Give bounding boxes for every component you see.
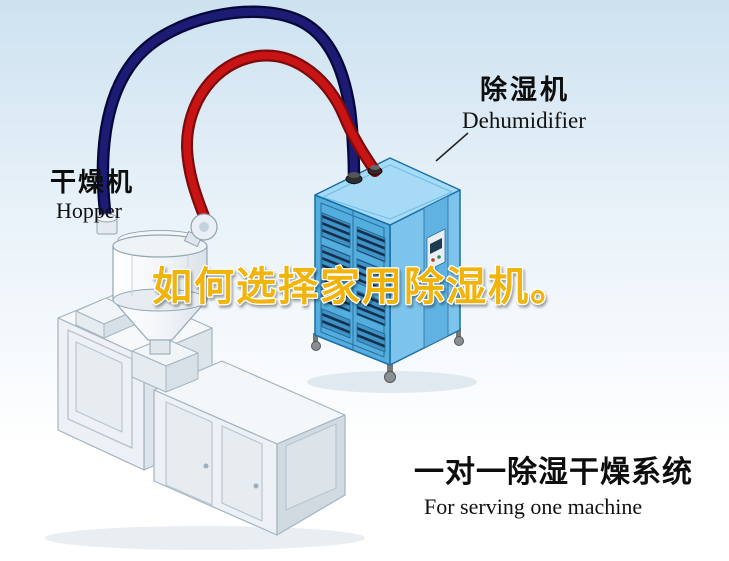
vent-grille: [321, 244, 351, 281]
hopper-label-cn: 干燥机: [50, 167, 134, 197]
caster-wheel: [454, 336, 464, 346]
labels: 干燥机 Hopper 除湿机 Dehumidifier: [50, 74, 586, 223]
vent-grille: [321, 308, 351, 339]
extruder-door-panel-1: [165, 401, 213, 506]
headline-text: 如何选择家用除湿机。: [152, 264, 572, 310]
indicator-light-red: [431, 258, 435, 262]
hopper-illustration: [112, 230, 208, 355]
dehumidifier-port-red-top: [370, 165, 380, 170]
caster-wheel: [311, 341, 321, 351]
door-handle: [203, 463, 209, 469]
dehumidifier-port-navy-top: [348, 172, 360, 178]
caption-en: For serving one machine: [424, 494, 642, 519]
dehumidifier-label-cn: 除湿机: [480, 74, 570, 105]
extruder-front-frame: [67, 329, 133, 449]
dehumidifier-top-face: [314, 157, 461, 226]
vent-grille: [356, 290, 386, 327]
dehumidifier-label-en: Dehumidifier: [462, 108, 586, 133]
hopper-lid-port-cap: [96, 213, 118, 223]
vent-grille: [356, 322, 386, 353]
caster-wheel: [384, 371, 396, 383]
caster-stem: [387, 363, 393, 372]
hopper-lid: [112, 234, 208, 258]
extruder-end-panel: [285, 423, 337, 511]
indicator-light-green: [437, 255, 441, 259]
hopper-outlet: [149, 339, 171, 355]
hoses: [96, 5, 381, 235]
hopper-label-en: Hopper: [56, 198, 123, 223]
caption-cn: 一对一除湿干燥系统: [414, 455, 693, 489]
extruder-front-door: [75, 341, 123, 433]
feed-throat-side: [165, 352, 199, 393]
door-handle: [253, 483, 259, 489]
caption: 一对一除湿干燥系统 For serving one machine: [414, 455, 693, 519]
top-trim-line: [322, 164, 453, 220]
vent-grille: [321, 212, 351, 249]
label-leader-line: [435, 132, 469, 162]
dehumidifier-illustration: [311, 157, 464, 383]
extruder-motor-side: [103, 310, 135, 339]
vent-grille: [321, 276, 351, 313]
extruder-shadow: [45, 526, 365, 550]
control-display: [430, 238, 442, 254]
hose-connectors: [96, 165, 383, 248]
front-door-frame: [320, 202, 385, 358]
red-hose: [183, 51, 379, 220]
vent-grille: [356, 258, 386, 295]
extruder-door-panel-2: [221, 425, 263, 522]
caster-stem: [456, 328, 461, 337]
extruder-illustration: [57, 289, 346, 536]
navy-hose: [98, 7, 358, 232]
caster-stem: [313, 333, 318, 342]
hopper-blower-hub: [199, 222, 209, 232]
vent-grille: [356, 226, 386, 263]
hopper-body-rim: [112, 288, 208, 312]
